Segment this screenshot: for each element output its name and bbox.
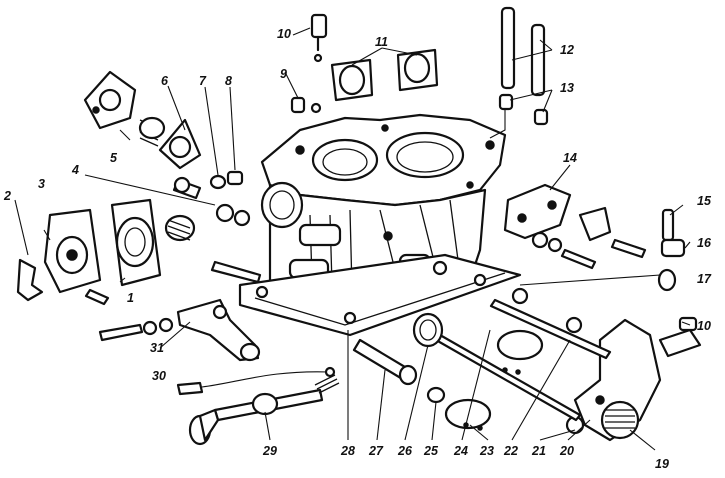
parts-25-26 (412, 312, 446, 404)
parts-9-10-top (290, 13, 328, 114)
label-12: 12 (560, 43, 574, 57)
label-19: 19 (655, 457, 669, 471)
label-25: 25 (423, 444, 439, 458)
label-14: 14 (563, 151, 577, 165)
throttle-disks (444, 329, 544, 431)
label-22: 22 (503, 444, 518, 458)
label-20: 20 (559, 444, 574, 458)
label-5: 5 (110, 151, 118, 165)
part-5-cover (83, 70, 166, 147)
part-31-lever (98, 298, 261, 362)
label-28: 28 (340, 444, 355, 458)
label-13: 13 (560, 81, 574, 95)
parts-7-8 (209, 170, 244, 190)
label-21: 21 (531, 444, 546, 458)
parts-12-13-jets (489, 6, 549, 139)
label-26: 26 (397, 444, 413, 458)
part-11-covers (330, 48, 439, 102)
part-3-cover (43, 208, 110, 306)
label-23: 23 (479, 444, 494, 458)
part-2-lever (14, 199, 44, 302)
label-17: 17 (697, 272, 712, 286)
label-4: 4 (71, 163, 79, 177)
label-1: 1 (127, 291, 134, 305)
part-29-adjuster (188, 374, 340, 446)
base-plate (210, 253, 522, 337)
label-7: 7 (199, 74, 207, 88)
part-30-wire (176, 366, 336, 396)
throttle-shafts (434, 287, 612, 422)
part-number-labels: 1 2 3 4 5 6 7 8 9 10 11 12 13 14 15 16 1… (3, 27, 712, 471)
part-6-plate (158, 118, 202, 170)
part-1-gasket (110, 198, 162, 287)
leader-lines (43, 27, 691, 451)
spring-assembly (164, 176, 251, 242)
label-30: 30 (152, 369, 166, 383)
label-24: 24 (453, 444, 468, 458)
label-9: 9 (280, 67, 287, 81)
part-14-bracket (503, 183, 647, 270)
label-31: 31 (150, 341, 164, 355)
throttle-lever-assembly (565, 316, 702, 442)
label-6: 6 (161, 74, 169, 88)
label-15: 15 (697, 194, 712, 208)
label-3: 3 (38, 177, 45, 191)
label-16: 16 (697, 236, 712, 250)
label-8: 8 (225, 74, 232, 88)
label-29: 29 (262, 444, 277, 458)
label-11: 11 (375, 35, 388, 49)
label-10-right: 10 (697, 319, 711, 333)
label-27: 27 (368, 444, 384, 458)
label-2: 2 (3, 189, 11, 203)
part-27-screw (352, 338, 418, 386)
label-10-top: 10 (277, 27, 291, 41)
parts-15-16-17 (519, 208, 686, 292)
